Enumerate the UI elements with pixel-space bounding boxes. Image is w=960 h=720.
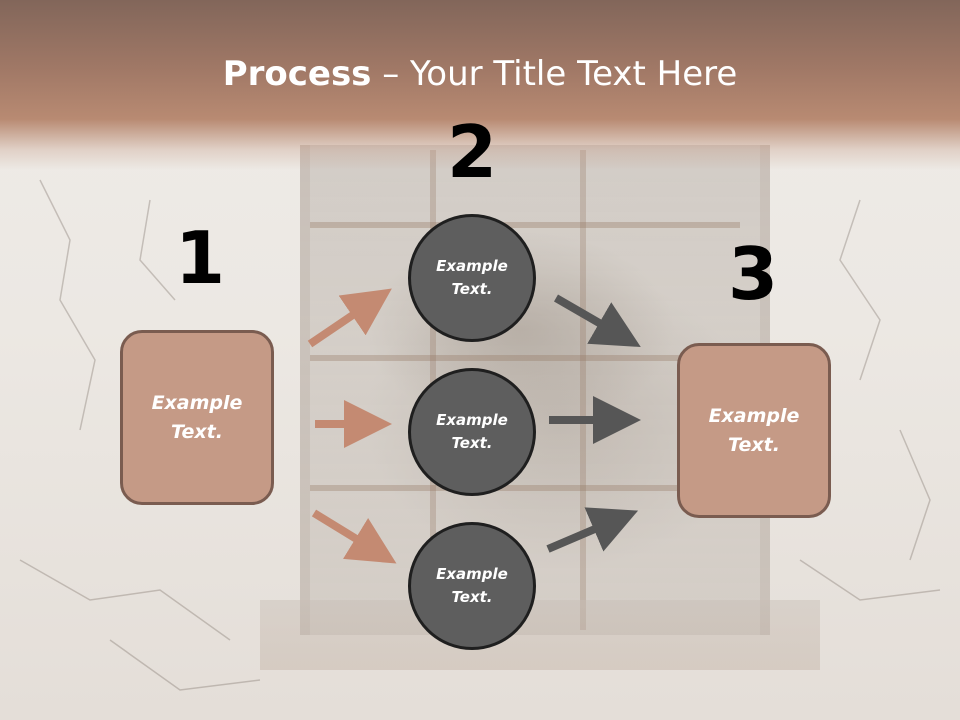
- step-1-text: Example Text.: [151, 391, 243, 443]
- step-2-circle-bottom: Example Text.: [408, 522, 536, 650]
- step-2-circle-top: Example Text.: [408, 214, 536, 342]
- circle-text: Example Text.: [436, 411, 508, 452]
- arrow-from-circle-3: [546, 507, 639, 553]
- step-3-text: Example Text.: [708, 404, 800, 456]
- window-bar: [310, 485, 740, 491]
- arrow-to-circle-1: [307, 288, 392, 348]
- circle-text: Example Text.: [436, 565, 508, 606]
- arrow-from-circle-1: [553, 294, 641, 348]
- slide-title: Process – Your Title Text Here: [0, 52, 960, 96]
- title-rest: – Your Title Text Here: [371, 54, 738, 94]
- title-bar: [0, 0, 960, 170]
- step-number-2: 2: [446, 110, 498, 194]
- window-bar: [310, 222, 740, 228]
- step-number-1: 1: [174, 216, 226, 300]
- step-number-3: 3: [727, 232, 779, 316]
- circle-text: Example Text.: [436, 257, 508, 298]
- window-bar: [310, 355, 740, 361]
- step-1-box: Example Text.: [120, 330, 274, 505]
- arrow-to-circle-3: [311, 509, 397, 564]
- window-sill: [260, 600, 820, 670]
- title-bold: Process: [222, 54, 372, 94]
- step-3-box: Example Text.: [677, 343, 831, 518]
- window-bar: [580, 150, 586, 630]
- step-2-circle-middle: Example Text.: [408, 368, 536, 496]
